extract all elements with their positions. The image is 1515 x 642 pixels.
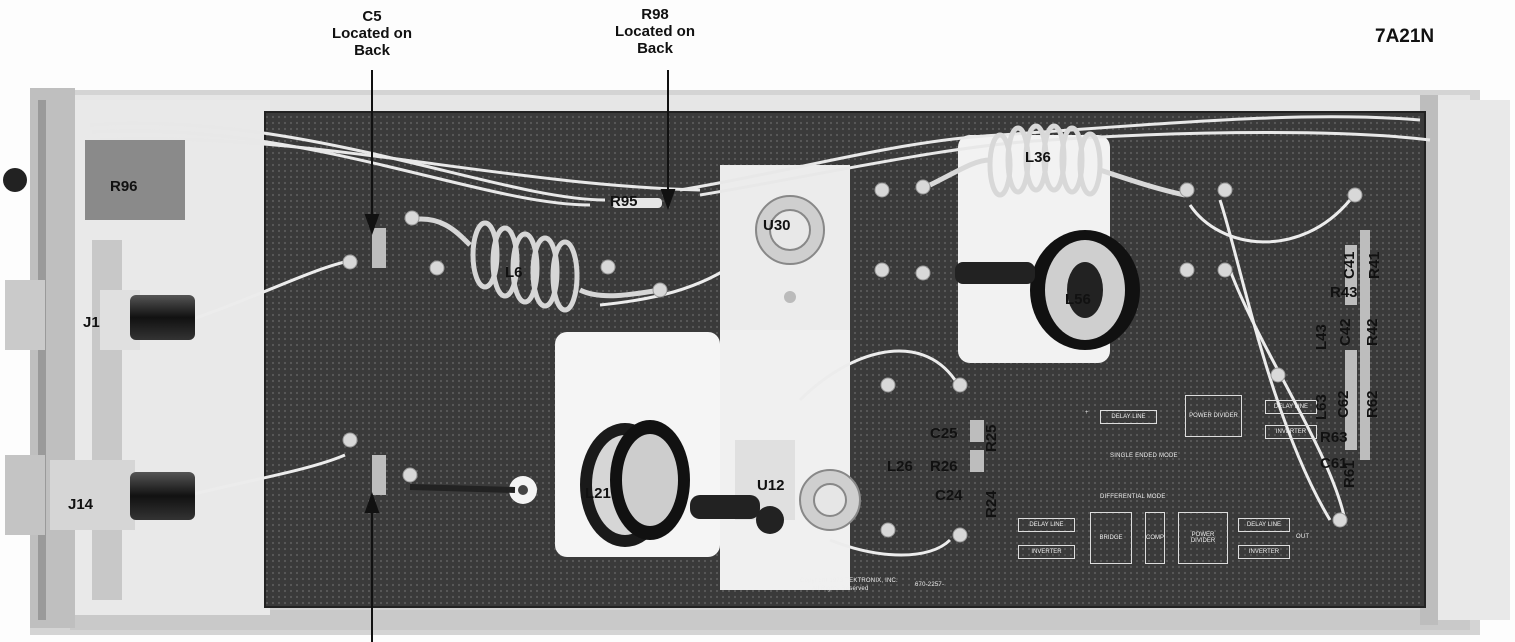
label-u12: U12 <box>757 477 785 494</box>
toroid-l56 <box>955 230 1140 350</box>
label-r63: R63 <box>1320 429 1348 446</box>
coil-l6 <box>409 216 661 313</box>
callout-c5: C5 Located on Back <box>302 8 442 59</box>
label-c61: C61 <box>1320 455 1348 472</box>
resistor-r95 <box>612 198 662 208</box>
pcb-rights: All Rights Reserved <box>812 586 869 592</box>
pcb-power-divider-1: POWER DIVIDER <box>1185 395 1242 437</box>
label-l21: L21 <box>585 485 611 502</box>
toroid-l21 <box>580 420 784 547</box>
pcb-delay-line-2: DELAY LINE <box>1265 400 1317 414</box>
label-c25: C25 <box>930 425 958 442</box>
label-c41: C41 <box>1341 251 1358 279</box>
pcb-plus: + <box>1085 410 1089 416</box>
label-r41: R41 <box>1366 251 1383 279</box>
label-l26: L26 <box>887 458 913 475</box>
label-c42: C42 <box>1337 318 1354 346</box>
pcb-inverter-1: INVERTER <box>1265 425 1317 439</box>
pcb-delay-line-3: DELAY LINE <box>1018 518 1075 532</box>
label-j14: J14 <box>68 496 94 513</box>
label-r95: R95 <box>610 193 638 210</box>
connector-j14 <box>5 455 195 535</box>
pcb-bridge: BRIDGE <box>1090 512 1132 564</box>
callout-lines <box>364 70 676 642</box>
label-l43: L43 <box>1313 324 1330 350</box>
callout-c5-line1: C5 <box>362 8 382 25</box>
front-panel <box>30 88 75 628</box>
pcb-delay-line-4: DELAY LINE <box>1238 518 1290 532</box>
label-j1: J1 <box>83 314 100 331</box>
callout-r98: R98 Located on Back <box>585 6 725 57</box>
pcb-comp: COMP <box>1145 512 1165 564</box>
label-l56: L56 <box>1065 291 1091 308</box>
pcb-inverter-2: INVERTER <box>1018 545 1075 559</box>
label-r62: R62 <box>1364 390 1381 418</box>
pcb-part-no: 670-2257- <box>915 582 945 588</box>
u12-package <box>799 469 861 531</box>
label-r42: R42 <box>1364 318 1381 346</box>
label-l63: L63 <box>1313 394 1330 420</box>
label-r25: R25 <box>983 424 1000 452</box>
u30-package <box>755 195 825 265</box>
label-r43: R43 <box>1330 284 1358 301</box>
label-r26: R26 <box>930 458 958 475</box>
callout-c5-line2: Located on <box>331 25 412 42</box>
pcb-inverter-3: INVERTER <box>1238 545 1290 559</box>
callout-r98-line3: Back <box>637 40 673 57</box>
label-l6: L6 <box>505 264 523 281</box>
pcb-single-mode: SINGLE ENDED MODE <box>1110 453 1178 459</box>
callout-c5-line3: Back <box>354 42 390 59</box>
coil-l36 <box>928 123 1186 198</box>
label-c62: C62 <box>1335 390 1352 418</box>
label-r61: R61 <box>1341 460 1358 488</box>
pcb-out: OUT <box>1296 534 1310 540</box>
label-u30: U30 <box>763 217 791 234</box>
connector-j1 <box>5 280 195 350</box>
pcb-delay-line-1: DELAY LINE <box>1100 410 1157 424</box>
callout-r98-line2: Located on <box>614 23 695 40</box>
pcb-copyright: Copyright 1973 TEKTRONIX, INC. <box>800 578 898 584</box>
label-c24: C24 <box>935 487 963 504</box>
r96-bracket <box>85 140 185 220</box>
pcb-power-divider-2: POWER DIVIDER <box>1178 512 1228 564</box>
pcb-diff-mode: DIFFERENTIAL MODE <box>1100 494 1166 500</box>
model-number: 7A21N <box>1375 26 1435 47</box>
label-r24: R24 <box>983 490 1000 518</box>
label-l36: L36 <box>1025 149 1051 166</box>
callout-r98-line1: R98 <box>641 6 669 23</box>
label-r96: R96 <box>110 178 138 195</box>
